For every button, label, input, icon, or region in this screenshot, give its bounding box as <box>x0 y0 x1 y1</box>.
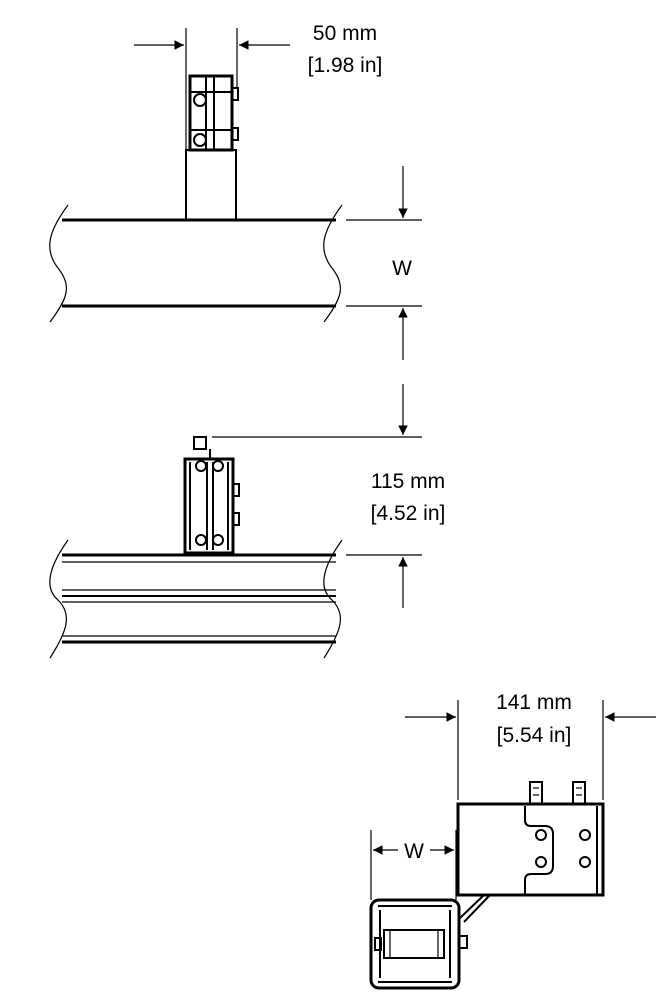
dimension-115mm: 115 mm [4.52 in] <box>212 384 445 608</box>
middle-mount-block <box>183 436 240 555</box>
w-label-top: W <box>392 257 412 280</box>
dim-115mm-metric: 115 mm <box>371 470 445 493</box>
dim-141mm-imperial: [5.54 in] <box>497 724 572 747</box>
top-view: 50 mm [1.98 in] <box>49 22 422 360</box>
bottom-view: 141 mm [5.54 in] W <box>369 691 656 990</box>
dim-141mm-metric: 141 mm <box>496 691 572 714</box>
dimension-w-bottom: W <box>370 830 457 900</box>
dim-50mm-imperial: [1.98 in] <box>308 54 383 77</box>
dimension-141mm: 141 mm [5.54 in] <box>405 691 656 800</box>
dim-115mm-imperial: [4.52 in] <box>371 502 446 525</box>
dimension-w-top: W <box>346 166 422 360</box>
dimension-50mm: 50 mm [1.98 in] <box>134 22 382 150</box>
connector-rod <box>459 894 491 923</box>
middle-bar <box>49 539 343 659</box>
top-bar <box>49 204 343 323</box>
top-mount-block <box>185 74 239 221</box>
dim-50mm-metric: 50 mm <box>313 22 377 45</box>
middle-view: 115 mm [4.52 in] <box>49 384 445 659</box>
w-label-bottom: W <box>404 840 424 863</box>
bracket-plate <box>456 781 605 897</box>
bar-cross-section <box>369 898 468 990</box>
